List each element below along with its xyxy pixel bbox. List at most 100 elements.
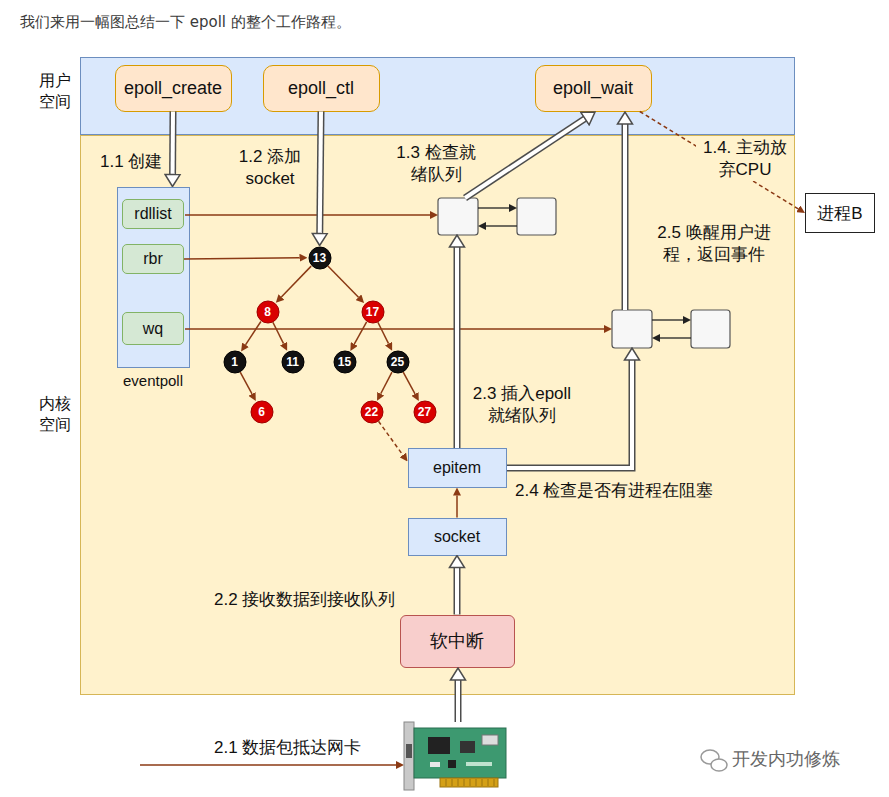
node-label: eventpoll [123,372,183,389]
arrow-connector [246,322,261,345]
dashed-arrow [379,421,403,455]
tree-key: 13 [313,252,326,264]
arrow-connector [640,112,798,209]
list-link [486,225,517,226]
arrow-connector [184,258,300,259]
list-item-box [691,310,730,348]
api-box: epoll_create [115,65,232,112]
region-label: 内核 空间 [39,394,74,436]
pointer-arrow [273,322,284,343]
tree-node-circle [362,301,384,323]
hollow-arrow [465,119,585,198]
network-card [404,722,506,790]
node-label: wq [143,320,163,338]
epitem-box: epitem [408,448,507,488]
list-item-box [517,198,556,235]
card-board [414,728,506,778]
tree-key: 17 [366,306,379,318]
field-box: wq [122,312,184,345]
pointer-arrow [246,322,261,345]
hollow-arrow-outline [455,680,462,722]
tree-key: 8 [264,306,271,318]
card-port [406,744,412,758]
kernel-space-band: 内核 空间eventpollrdllistrbrwq13817111152562… [80,135,795,695]
tree-node-circle [309,247,331,269]
hollow-arrow-inner [320,112,321,234]
socket-box: socket [408,518,507,556]
node-label: epitem [433,459,481,477]
step-label: 2.3 插入epoll 就绪队列 [466,383,578,427]
pointer-arrow [185,328,604,330]
tree-node-circle [387,351,409,373]
pointer-arrow [403,372,415,394]
tree-key: 25 [391,356,404,368]
tree-node-circle [251,401,273,423]
label-holder: 2.3 插入epoll 就绪队列 [466,383,578,427]
card-bracket [404,722,414,790]
label-holder: 1.3 检查就 绪队列 [388,142,484,186]
pointer-arrow [328,266,359,297]
hollow-arrow-outline [454,247,461,448]
label-holder: 1.2 添加 socket [230,146,310,190]
step-label: 1.3 检查就 绪队列 [388,142,484,186]
list-item-box [612,310,652,348]
eventpoll-panel: eventpollrdllistrbrwq [117,187,190,368]
user-space-band: 用户 空间epoll_createepoll_ctlepoll_wait [80,57,795,135]
hollow-arrow-inner [456,680,460,722]
card-pins [446,779,494,786]
pointer-arrow [354,322,366,344]
tree-node-circle [224,351,246,373]
card-part [430,762,440,767]
tree-key: 1 [231,356,238,368]
node-label: epoll_ctl [288,78,354,99]
tree-node: 6 [250,400,274,424]
label-holder: 2.2 接收数据到接收队列 [214,589,395,611]
softirq-box: 软中断 [400,615,515,668]
card-chip [428,737,450,754]
field-box: rdllist [122,199,184,229]
field-box: rbr [122,244,184,274]
tree-node: 22 [360,400,384,424]
api-box: epoll_wait [535,65,652,112]
card-connector [440,778,498,787]
pointer-arrow [184,258,300,259]
tree-key: 15 [338,356,351,368]
pointer-arrow [378,322,389,343]
pointer-arrow [281,266,311,297]
card-chip [460,741,475,753]
region-label: 用户 空间 [39,71,74,113]
tree-node-circle [334,351,356,373]
hollow-arrow [458,680,459,722]
label-holder: 开发内功修炼 [732,748,840,771]
dashed-arrow [640,112,798,209]
hollow-arrow-inner [623,124,627,310]
node-label: epoll_wait [553,78,633,99]
arrow-connector [281,266,311,297]
arrow-connector [320,112,321,234]
watermark-bubble [701,750,719,764]
watermark-bubble [711,759,727,771]
arrow-connector [273,322,284,343]
edge-label: 2.2 接收数据到接收队列 [214,589,395,611]
list-link [660,337,691,338]
list-link [652,319,683,320]
tree-node: 8 [256,300,280,324]
arrow-connector [381,372,392,394]
hollow-arrow-inner [465,119,585,198]
tree-key: 27 [418,406,431,418]
process-box: 进程B [805,193,875,233]
hollow-arrow [625,124,626,310]
tree-key: 6 [258,406,265,418]
watermark: 开发内功修炼 [732,748,840,771]
node-label: epoll_create [124,78,222,99]
edge-label: 1.4. 主动放 弃CPU [696,137,794,181]
hollow-arrow-inner [455,247,459,448]
list-item-box [438,198,478,235]
node-label: rbr [143,250,163,268]
list-link [478,207,509,208]
arrow-connector [354,322,366,344]
tree-node-circle [414,401,436,423]
hollow-arrow-outline [465,119,585,198]
